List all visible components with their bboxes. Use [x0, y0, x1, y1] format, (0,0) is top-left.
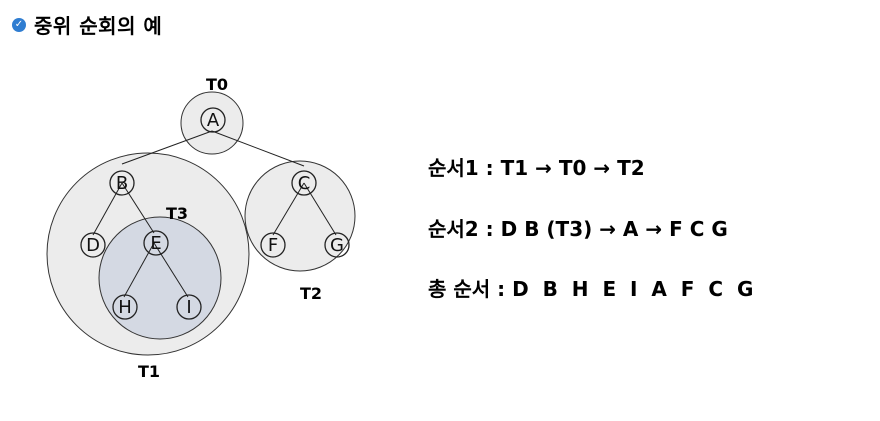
- subtree-t0-label: T0: [206, 75, 228, 94]
- subtree-t0-region: [180, 91, 244, 155]
- node-b-label: B: [116, 173, 128, 194]
- node-h-label: H: [118, 297, 132, 318]
- node-e: [143, 230, 169, 256]
- node-g: [324, 232, 350, 258]
- node-f: [260, 232, 286, 258]
- check-circle-icon: ✓: [12, 17, 26, 32]
- node-d-label: D: [86, 235, 100, 256]
- node-a-label: A: [207, 110, 220, 131]
- sequence-total: 총 순서 : D B H E I A F C G: [428, 277, 754, 301]
- node-d: [80, 232, 106, 258]
- node-g-label: G: [330, 235, 344, 256]
- node-c: [291, 170, 317, 196]
- node-h: [112, 294, 138, 320]
- node-i-label: I: [186, 297, 191, 318]
- node-c-label: C: [298, 173, 311, 194]
- slide-header: ✓ 중위 순회의 예: [12, 10, 162, 39]
- node-e-label: E: [150, 233, 161, 254]
- subtree-t3-label: T3: [166, 204, 188, 223]
- subtree-t2-label: T2: [300, 284, 322, 303]
- subtree-t2-region: [244, 160, 356, 272]
- node-f-label: F: [268, 235, 278, 256]
- sequence-line-2: 순서2 : D B (T3) → A → F C G: [428, 217, 728, 241]
- page-title: 중위 순회의 예: [34, 14, 163, 38]
- node-a: [200, 107, 226, 133]
- node-b: [109, 170, 135, 196]
- subtree-t3-region: [98, 216, 222, 340]
- subtree-t1-label: T1: [138, 362, 160, 381]
- sequence-line-1: 순서1 : T1 → T0 → T2: [428, 156, 645, 180]
- node-i: [176, 294, 202, 320]
